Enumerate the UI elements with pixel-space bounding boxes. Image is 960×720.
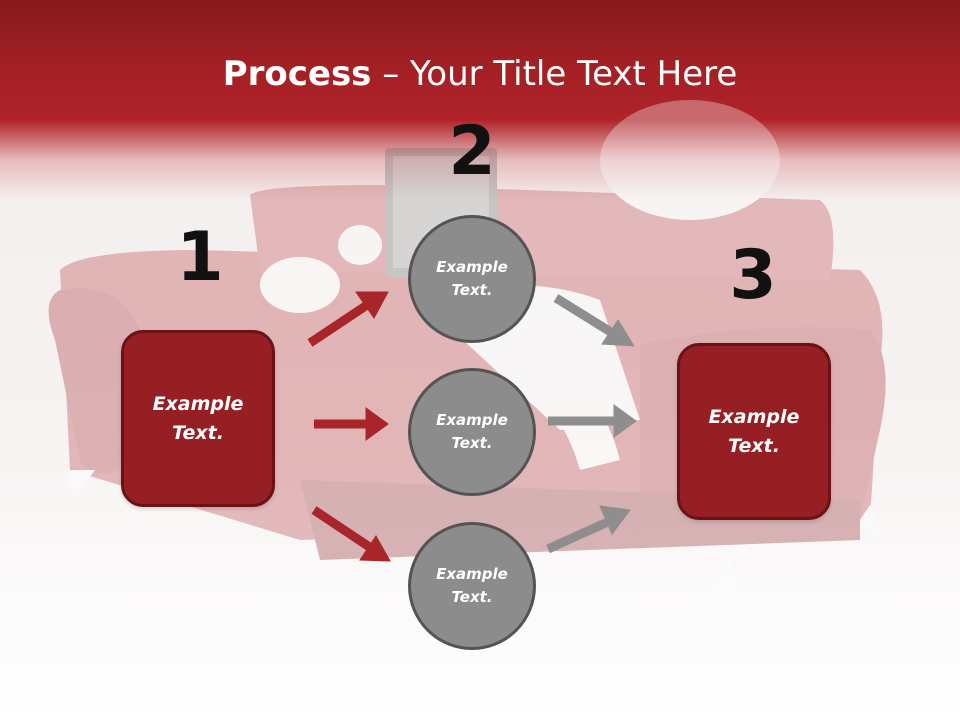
step-number-3: 3 <box>729 236 777 315</box>
gray-arrow-right <box>548 404 637 438</box>
step-number-1: 1 <box>176 218 224 297</box>
circle-middle-text: Example Text. <box>436 411 508 452</box>
step-1-text: Example Text. <box>152 392 244 444</box>
step-number-2: 2 <box>448 112 496 191</box>
circle-top: Example Text. <box>408 215 536 343</box>
title-bold: Process <box>222 54 372 94</box>
step-3-box: Example Text. <box>677 343 831 520</box>
gray-arrow-down <box>553 294 635 347</box>
circle-bottom-text: Example Text. <box>436 565 508 606</box>
page-title: Process – Your Title Text Here <box>0 52 960 96</box>
title-rest: – Your Title Text Here <box>371 54 738 94</box>
step-1-box: Example Text. <box>121 330 275 507</box>
circle-middle: Example Text. <box>408 368 536 496</box>
step-3-text: Example Text. <box>708 405 800 457</box>
gray-arrow-up <box>546 505 631 554</box>
red-arrow-down <box>311 506 391 562</box>
red-arrow-right <box>314 407 389 441</box>
red-arrow-up <box>307 291 389 347</box>
header-band <box>0 0 960 200</box>
circle-bottom: Example Text. <box>408 522 536 650</box>
circle-top-text: Example Text. <box>436 258 508 299</box>
